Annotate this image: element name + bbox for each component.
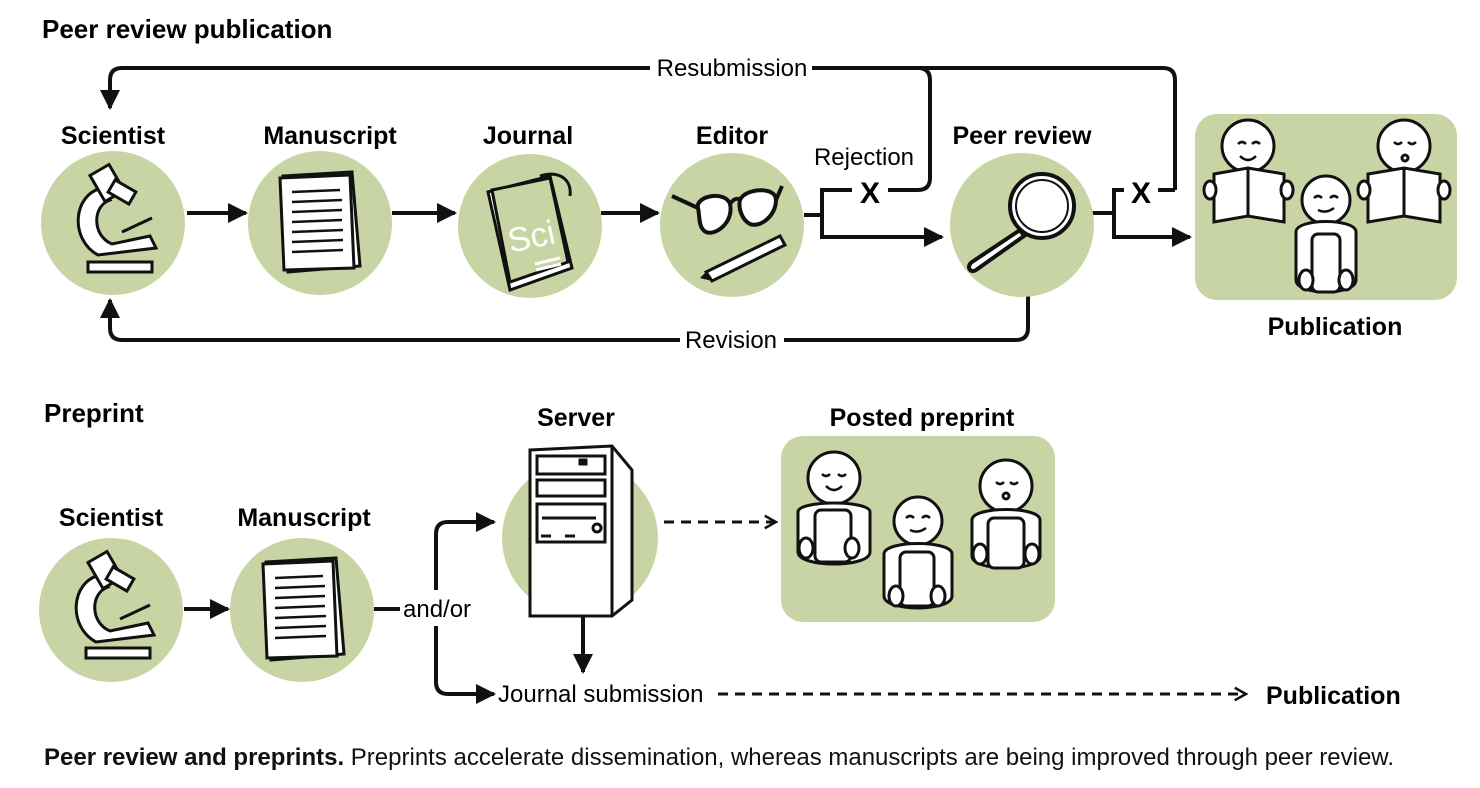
peer-review-node [950,153,1094,297]
publication-box [1195,114,1457,300]
resubmission-arrow [100,66,1177,190]
label-preprint-publication: Publication [1266,682,1401,710]
label-preprint-scientist: Scientist [59,504,164,532]
rejection-path [804,66,932,217]
server-icon [528,444,634,618]
reader-icon [1202,118,1295,224]
section-title-peer-review: Peer review publication [42,14,332,44]
revision-label: Revision [685,327,777,354]
split-to-server-arrow [434,512,496,590]
caption-bold: Peer review and preprints. [44,744,345,771]
posted-preprint-box [781,436,1055,622]
editor-node [660,153,804,297]
document-icon [278,170,362,274]
viewer-icon [1294,174,1358,294]
label-peer-review: Peer review [953,122,1093,150]
scientist-node [41,151,185,295]
label-manuscript: Manuscript [263,122,397,150]
split-to-journal-submission-arrow [434,626,496,704]
label-server: Server [537,404,615,432]
post-review-x-mark: X [1131,177,1151,210]
workflow-diagram: Peer review publication Resubmission X R… [39,14,1457,710]
microscope-icon [76,162,159,274]
journal-submission-label: Journal submission [498,681,703,708]
peer-review-to-publication-arrow [1112,213,1192,247]
label-preprint-manuscript: Manuscript [237,504,371,532]
revision-arrow [100,295,1030,342]
figure-caption: Peer review and preprints. Preprints acc… [44,744,1394,772]
reader-icon [1356,118,1452,224]
pencil-icon [700,234,788,283]
section-title-preprint: Preprint [44,398,144,428]
label-editor: Editor [696,122,768,150]
microscope-icon [74,549,157,660]
journal-icon: Sci [486,172,574,292]
viewer-icon [970,458,1042,570]
magnifier-icon [967,172,1076,273]
rejection-x-mark: X [860,177,880,210]
caption-text: Preprints accelerate dissemination, wher… [344,744,1394,771]
journal-node: Sci [458,154,602,298]
and-or-label: and/or [403,596,471,623]
label-posted-preprint: Posted preprint [830,404,1015,432]
rejection-label: Rejection [814,144,914,171]
label-publication: Publication [1268,313,1403,341]
server-node [502,444,658,618]
resubmission-label: Resubmission [657,55,808,82]
document-icon [261,556,346,662]
viewer-icon [796,450,872,566]
manuscript-node [248,151,392,295]
preprint-manuscript-node [230,538,374,682]
preprint-scientist-node [39,538,183,682]
label-scientist: Scientist [61,122,166,150]
label-journal: Journal [483,122,573,150]
glasses-icon [671,185,784,235]
editor-to-peer-review-arrow [820,215,944,247]
viewer-icon [882,495,954,610]
